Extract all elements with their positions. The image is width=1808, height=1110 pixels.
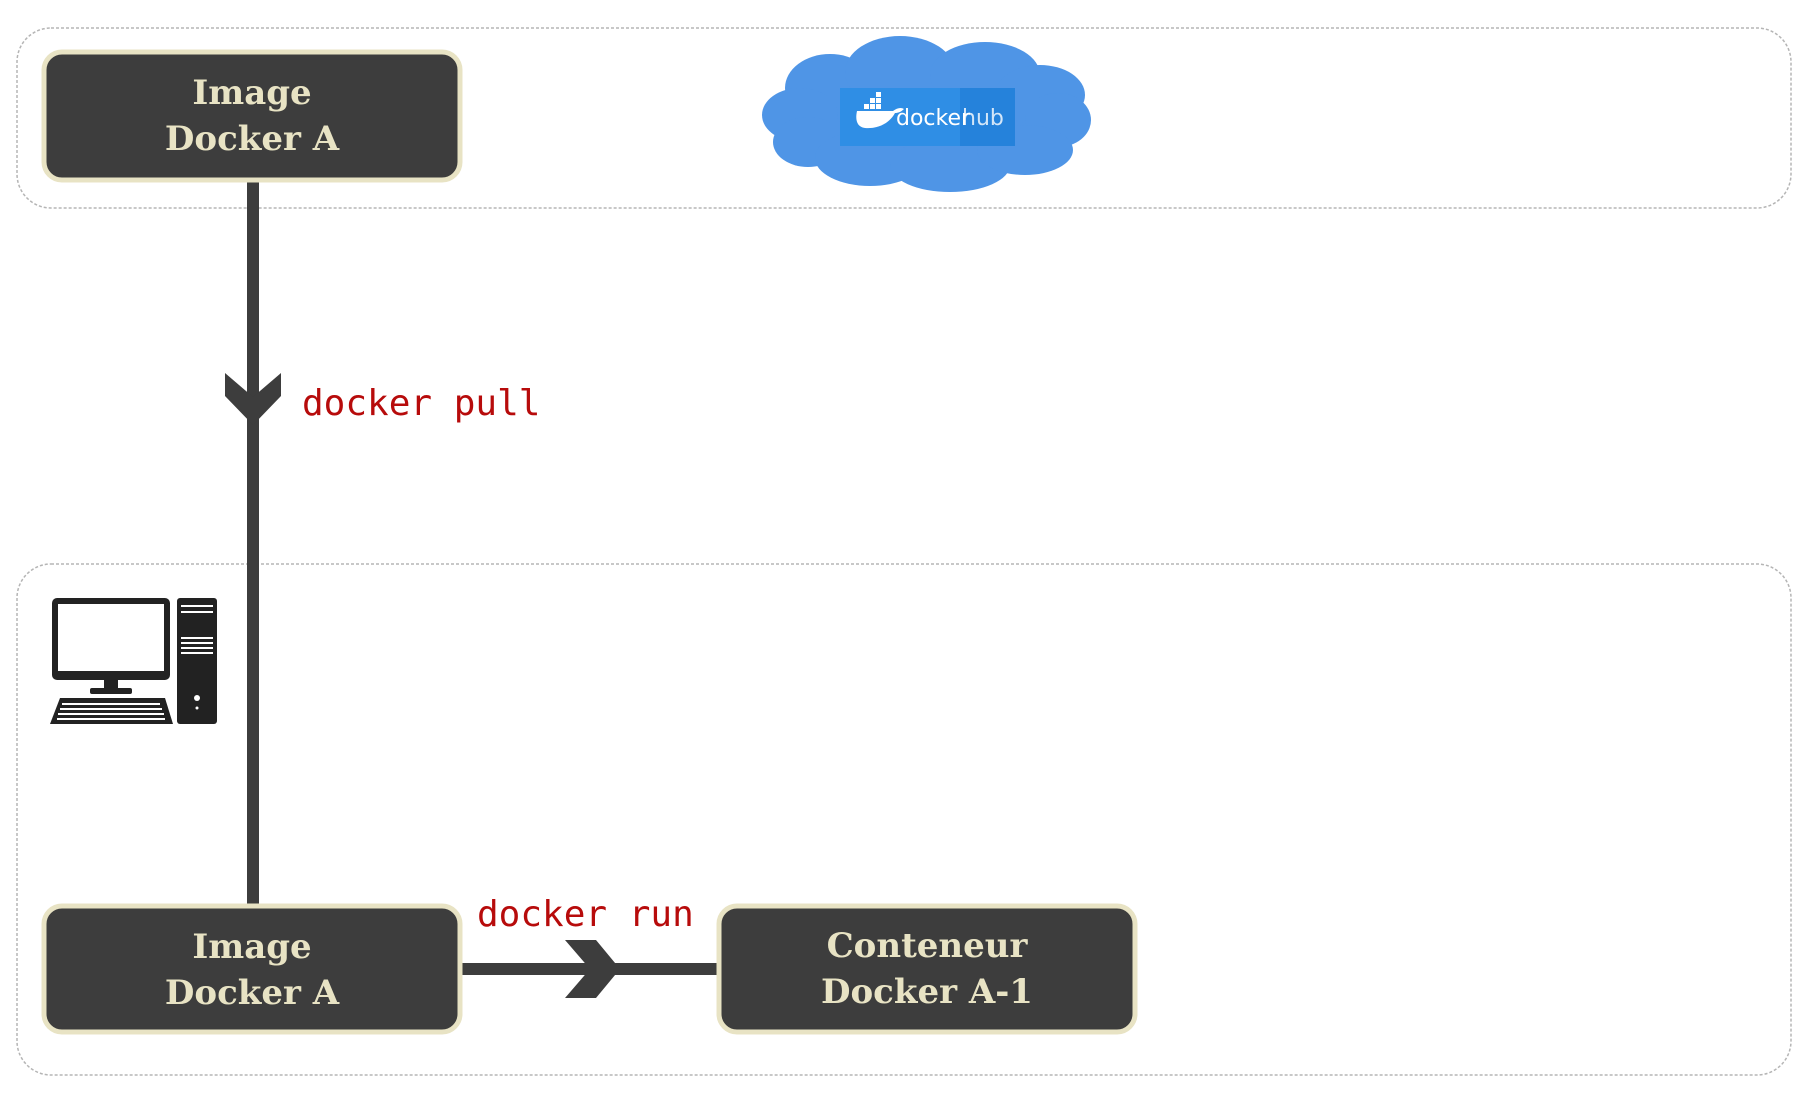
docker-whale-icon [856, 92, 904, 129]
image-node-registry-line2: Docker A [165, 119, 340, 159]
docker-hub-logo-suffix: hub [962, 106, 1004, 131]
docker-pull-label: docker pull [302, 383, 540, 424]
image-node-local-line1: Image [192, 927, 311, 967]
image-node-local: Image Docker A [41, 903, 463, 1035]
image-node-registry-line1: Image [192, 73, 311, 113]
host-zone [16, 563, 1792, 1076]
docker-run-label: docker run [477, 894, 694, 935]
desktop-computer-icon [50, 598, 217, 724]
container-node-line1: Conteneur [827, 926, 1029, 966]
docker-hub-cloud-icon: docker hub [762, 36, 1091, 192]
container-node-line2: Docker A-1 [821, 972, 1033, 1012]
registry-zone [16, 27, 1792, 209]
docker-pull-arrow [225, 180, 281, 908]
docker-hub-logo-text: docker [896, 106, 971, 131]
image-node-registry: Image Docker A [41, 49, 463, 183]
image-node-local-line2: Docker A [165, 973, 340, 1013]
docker-run-arrow [460, 940, 720, 998]
container-node: Conteneur Docker A-1 [716, 903, 1138, 1035]
